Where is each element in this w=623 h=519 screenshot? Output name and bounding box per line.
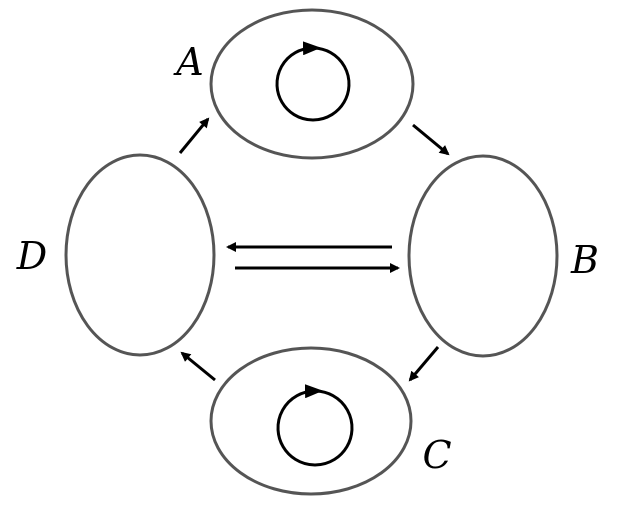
node-d-label: D — [16, 234, 47, 278]
node-d-ellipse — [64, 153, 216, 357]
node-a-self-loop — [275, 41, 351, 122]
node-a: A — [173, 8, 415, 160]
edge-c-to-d-arrow — [180, 351, 216, 382]
node-c-ellipse — [209, 346, 413, 496]
node-a-ellipse — [209, 8, 415, 160]
node-d: D — [16, 153, 216, 357]
node-b-ellipse — [407, 154, 559, 358]
node-b: B — [407, 154, 599, 358]
node-c-label: C — [422, 433, 451, 477]
node-c: C — [209, 346, 452, 496]
edge-d-to-a-arrow — [178, 117, 210, 154]
node-a-label: A — [173, 40, 203, 84]
edge-a-to-b-arrow — [412, 123, 450, 156]
edge-b-to-c-arrow — [408, 346, 440, 382]
node-c-self-loop — [276, 384, 354, 467]
node-b-label: B — [570, 238, 599, 282]
